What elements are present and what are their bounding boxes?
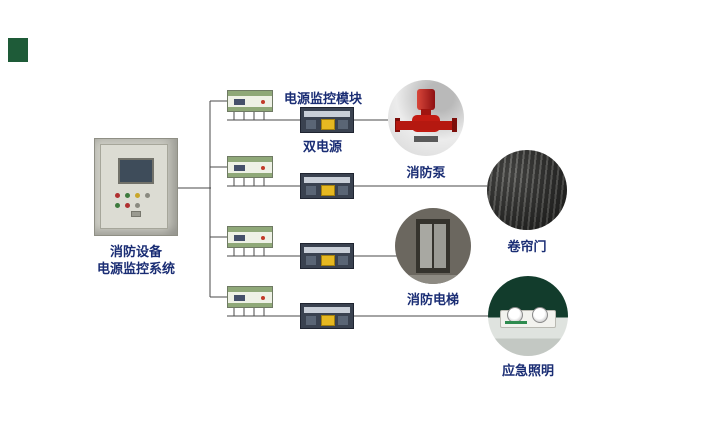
- shutter-shading: [487, 150, 567, 230]
- ats-dual-power-switch-1: [300, 107, 354, 133]
- ats-terminal-strip: [304, 307, 350, 313]
- module-display: [234, 99, 245, 105]
- indicator-light: [115, 203, 120, 208]
- module-display: [234, 165, 245, 171]
- pump-motor: [417, 89, 435, 110]
- system-title: 消防设备 电源监控系统: [82, 244, 190, 278]
- module-led: [261, 236, 265, 240]
- ats-breaker-left: [306, 256, 316, 265]
- ats-yellow-handle: [321, 315, 335, 326]
- elevator-floor: [395, 275, 471, 284]
- pump-pipe: [396, 121, 456, 130]
- ats-breaker-left: [306, 316, 316, 325]
- module-display: [234, 235, 245, 241]
- power-monitor-module-4: [227, 286, 273, 308]
- ats-dual-power-switch-4: [300, 303, 354, 329]
- dual-power-annotation: 双电源: [303, 140, 343, 155]
- logo-mark: [8, 38, 28, 62]
- module-led: [261, 100, 265, 104]
- ats-breaker-right: [338, 120, 348, 129]
- ats-dual-power-switch-2: [300, 173, 354, 199]
- ats-terminal-strip: [304, 177, 350, 183]
- ats-yellow-handle: [321, 185, 335, 196]
- ats-yellow-handle: [321, 119, 335, 130]
- ats-terminal-strip: [304, 247, 350, 253]
- ats-breaker-left: [306, 120, 316, 129]
- cabinet-indicators: [115, 193, 159, 208]
- cabinet-screen: [118, 158, 154, 184]
- pump-neck: [421, 109, 431, 116]
- roller-shutter-label: 卷帘门: [507, 240, 547, 255]
- emergency-lighting-label: 应急照明: [501, 364, 554, 379]
- indicator-light: [125, 203, 130, 208]
- indicator-light: [125, 193, 130, 198]
- ats-breaker-right: [338, 186, 348, 195]
- fire-pump-photo: [388, 80, 464, 156]
- ats-yellow-handle: [321, 255, 335, 266]
- system-title-line2: 电源监控系统: [96, 262, 175, 277]
- ats-breaker-left: [306, 186, 316, 195]
- cabinet-door: [100, 144, 168, 229]
- elevator-door-right: [434, 224, 446, 268]
- indicator-light: [135, 203, 140, 208]
- elevator-door-left: [420, 224, 432, 268]
- ats-terminal-strip: [304, 111, 350, 117]
- cabinet-keyhole: [131, 211, 141, 217]
- fire-pump-label: 消防泵: [406, 166, 446, 181]
- emergency-light-photo: [488, 276, 568, 356]
- system-title-line1: 消防设备: [109, 245, 162, 260]
- emergency-green-stripe: [505, 321, 527, 324]
- pump-flange: [452, 118, 457, 132]
- fire-elevator-photo: [395, 208, 471, 284]
- module-annotation: 电源监控模块: [284, 92, 363, 107]
- ats-breaker-right: [338, 316, 348, 325]
- ats-dual-power-switch-3: [300, 243, 354, 269]
- monitoring-cabinet: [94, 138, 178, 236]
- indicator-light: [115, 193, 120, 198]
- module-display: [234, 295, 245, 301]
- power-monitor-module-1: [227, 90, 273, 112]
- roller-shutter-photo: [487, 150, 567, 230]
- indicator-light: [135, 193, 140, 198]
- module-led: [261, 166, 265, 170]
- indicator-light: [145, 193, 150, 198]
- pump-base: [414, 136, 438, 142]
- power-monitor-module-2: [227, 156, 273, 178]
- ats-breaker-right: [338, 256, 348, 265]
- power-monitor-module-3: [227, 226, 273, 248]
- fire-elevator-label: 消防电梯: [406, 293, 459, 308]
- module-led: [261, 296, 265, 300]
- emergency-lamp-right: [532, 307, 548, 323]
